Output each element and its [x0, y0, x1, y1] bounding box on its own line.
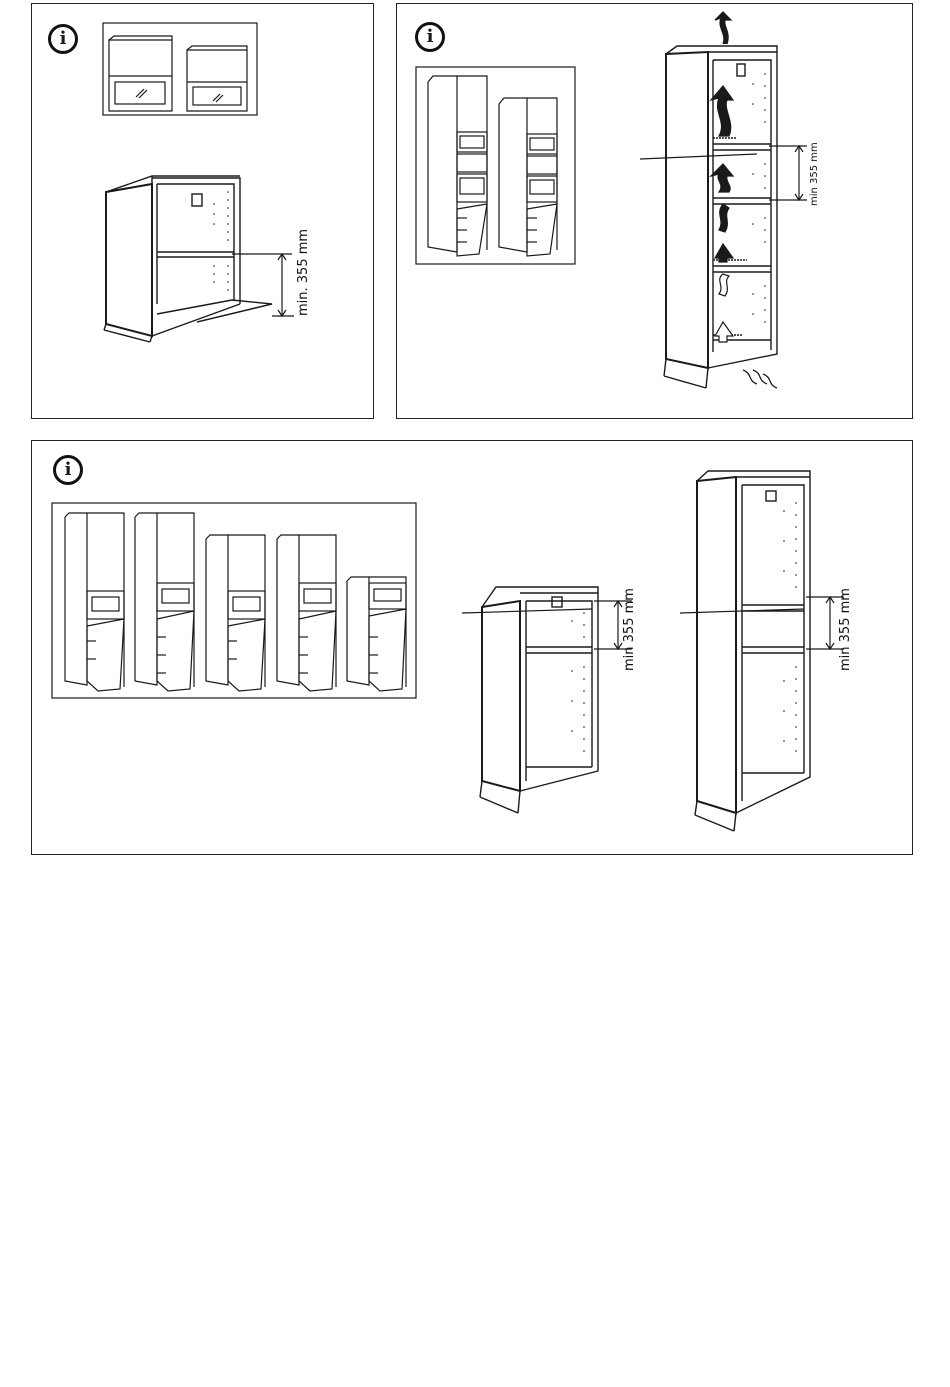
tall-cabinet-diagram [397, 4, 914, 420]
open-cabinet [104, 176, 272, 342]
inset-cabinet-2 [135, 513, 194, 691]
panel-tall-cabinet-ventilation: i [396, 3, 913, 419]
dimension-label: min 355 mm [809, 142, 820, 206]
inset-cabinet-left [109, 36, 172, 111]
panel-wall-cabinet: i [31, 3, 374, 419]
inset-cabinet-3 [206, 535, 265, 691]
dimension-arrow-medium [462, 601, 632, 649]
dimension-label-medium: min 355 mm [622, 588, 637, 671]
dimension-label: min. 355 mm [296, 229, 311, 316]
inset-frame [416, 67, 575, 264]
panel-oven-cabinets: i [31, 440, 913, 855]
dimension-label-tall: min 355 mm [838, 588, 853, 671]
inset-frame [52, 503, 416, 698]
wall-cabinet-diagram [32, 4, 375, 420]
inset-frame [103, 23, 257, 115]
inset-cabinet-right [187, 46, 247, 111]
inset-oven-cabinet-right [499, 98, 557, 256]
tall-open-cabinet [695, 471, 810, 831]
medium-open-cabinet [480, 587, 598, 813]
inset-cabinet-1 [65, 513, 124, 691]
inset-cabinet-4 [277, 535, 336, 691]
shelf-holes-medium [571, 612, 585, 752]
inset-cabinet-5 [347, 577, 406, 691]
shelf-holes-tall [783, 502, 797, 752]
inset-oven-cabinet-left [428, 76, 487, 256]
oven-cabinets-diagram [32, 441, 914, 856]
airflow-arrows [711, 12, 777, 388]
